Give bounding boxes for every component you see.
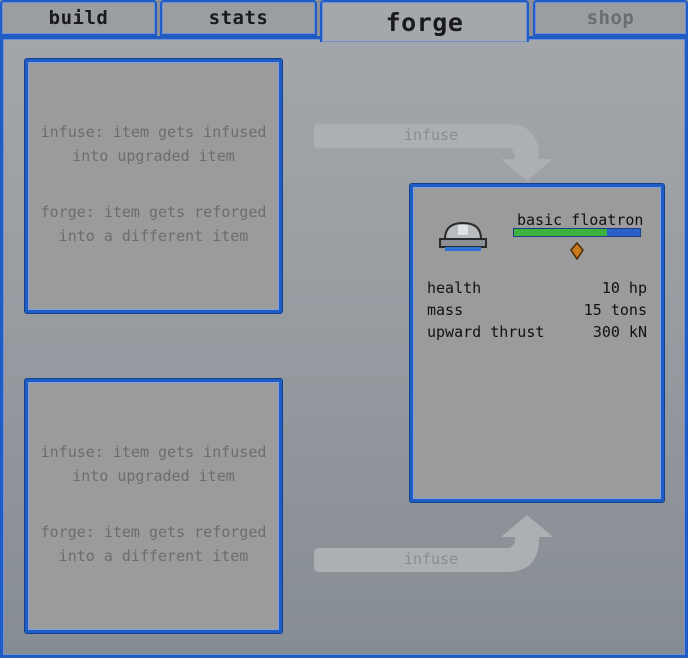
tab-stats-label: stats — [208, 7, 269, 29]
slot-bottom-line3: forge: item gets reforged — [40, 523, 267, 541]
amber-gem-icon — [570, 242, 584, 260]
slot-top-line2: into upgraded item — [72, 147, 235, 165]
infuse-label-bottom: infuse — [403, 550, 459, 568]
infuse-arrow-bottom-icon — [314, 515, 553, 572]
slot-bottom-line4: into a different item — [58, 547, 249, 565]
stat-mass-label: mass — [427, 301, 464, 319]
slot-top-line1: infuse: item gets infused — [40, 123, 267, 141]
tab-build-label: build — [48, 7, 109, 29]
slot-bottom-line1: infuse: item gets infused — [40, 443, 267, 461]
stat-health-value: 10 hp — [601, 279, 647, 297]
stat-health-label: health — [427, 279, 482, 297]
stat-upward-thrust-label: upward thrust — [427, 323, 545, 341]
item-name: basic floatron — [517, 211, 644, 229]
tab-build[interactable]: build — [0, 0, 157, 36]
slot-top-line4: into a different item — [58, 227, 249, 245]
slot-top-line3: forge: item gets reforged — [40, 203, 267, 221]
item-progress-fill — [514, 229, 608, 236]
forge-input-slot-bottom[interactable]: infuse: item gets infused into upgraded … — [25, 379, 282, 633]
stat-row-upward-thrust: upward thrust 300 kN — [427, 323, 647, 345]
item-progress-bar — [513, 228, 641, 237]
forge-result-slot[interactable]: basic floatron health 10 hp mass 15 tons… — [410, 184, 664, 502]
tab-forge[interactable]: forge — [320, 0, 529, 42]
tab-shop-label: shop — [586, 7, 635, 29]
tab-shop[interactable]: shop — [533, 0, 688, 36]
infuse-label-top: infuse — [403, 126, 459, 144]
stat-upward-thrust-value: 300 kN — [592, 323, 647, 341]
slot-bottom-line2: into upgraded item — [72, 467, 235, 485]
stat-mass-value: 15 tons — [583, 301, 647, 319]
floatron-dome-icon — [439, 221, 487, 251]
stat-row-mass: mass 15 tons — [427, 301, 647, 323]
infuse-arrow-top-icon — [314, 124, 553, 181]
stat-row-health: health 10 hp — [427, 279, 647, 301]
tab-forge-label: forge — [385, 7, 464, 37]
tab-stats[interactable]: stats — [160, 0, 317, 36]
forge-input-slot-top[interactable]: infuse: item gets infused into upgraded … — [25, 59, 282, 313]
